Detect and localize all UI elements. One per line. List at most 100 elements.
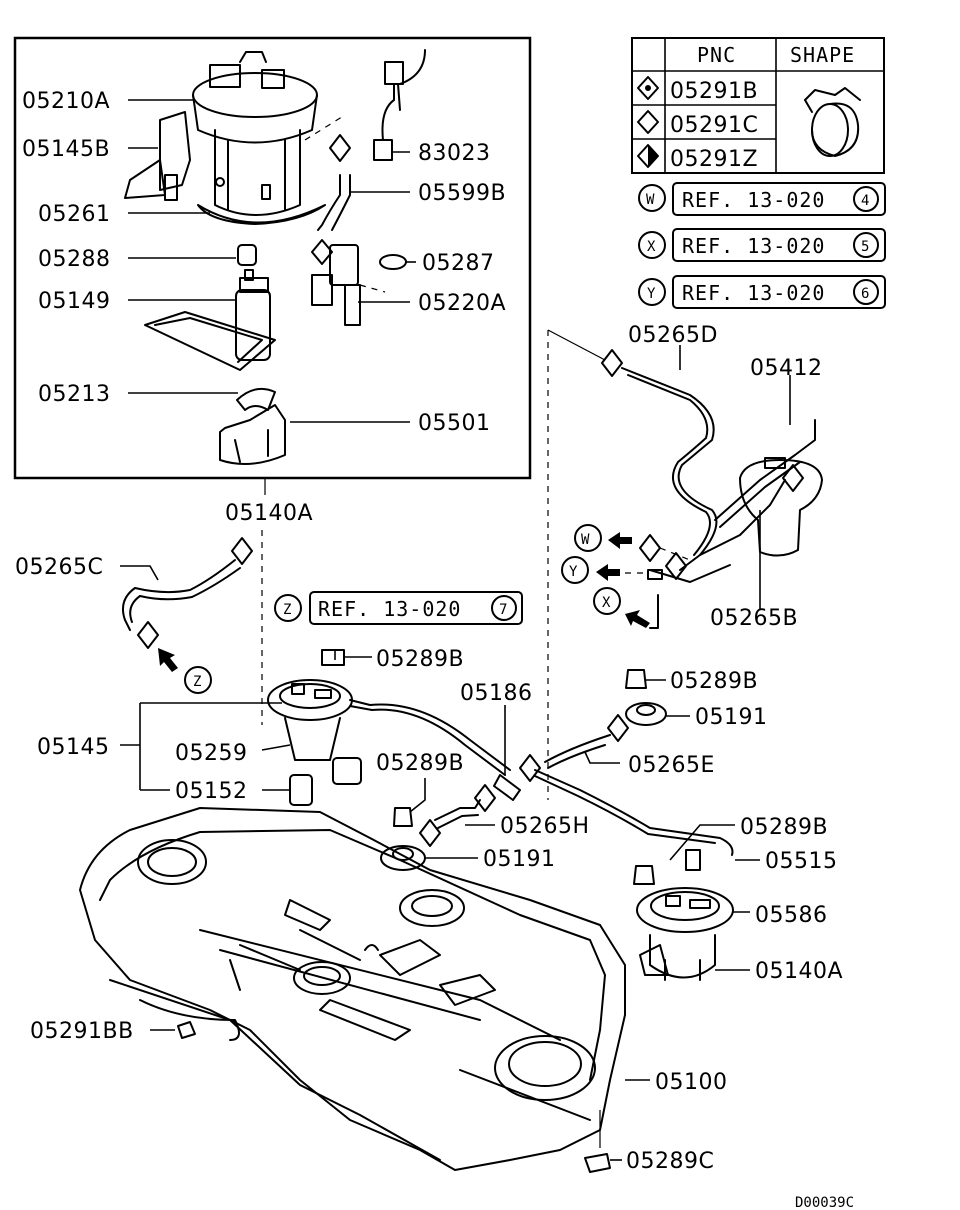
label-05145B: 05145B [22, 137, 110, 162]
table-pnc-05291Z: 05291Z [670, 147, 758, 172]
label-05291BB: 05291BB [30, 1019, 134, 1044]
diamond-mark-y [665, 552, 687, 580]
pump-module-drawing [192, 51, 326, 225]
svg-text:X: X [647, 239, 656, 255]
arrow-y-icon [596, 564, 620, 581]
hose-05265C-drawing [122, 559, 236, 631]
label-05288: 05288 [38, 247, 111, 272]
table-pnc-05291C: 05291C [670, 113, 758, 138]
label-05265C: 05265C [15, 555, 103, 580]
label-05210A: 05210A [22, 89, 110, 114]
label-05289C: 05289C [626, 1149, 714, 1174]
pump-module-05586-drawing [636, 887, 734, 933]
diamond-mark-05412 [782, 464, 804, 492]
svg-text:Z: Z [283, 602, 291, 618]
label-83023: 83023 [418, 141, 491, 166]
svg-text:5: 5 [861, 239, 869, 255]
diamond-dot-icon [637, 76, 659, 100]
svg-text:6: 6 [861, 286, 869, 302]
valve-05220A-drawing [311, 244, 386, 326]
arrow-letter-z: Z [193, 674, 201, 690]
svg-text:REF. 13-020: REF. 13-020 [682, 188, 825, 212]
svg-text:4: 4 [861, 193, 869, 209]
label-05140A-inset: 05140A [225, 501, 313, 526]
bolt-05289B-2-drawing [393, 807, 413, 827]
label-05261: 05261 [38, 202, 111, 227]
label-05265H: 05265H [500, 814, 590, 839]
label-05289B-1: 05289B [376, 647, 464, 672]
svg-text:REF. 13-020: REF. 13-020 [318, 597, 461, 621]
diamond-mark-05265H-left [419, 819, 441, 847]
diamond-mark-05265H [474, 784, 496, 812]
svg-text:Y: Y [647, 286, 656, 302]
label-05220A: 05220A [418, 291, 506, 316]
svg-text:7: 7 [499, 602, 507, 618]
label-05586: 05586 [755, 903, 828, 928]
label-05100: 05100 [655, 1070, 728, 1095]
bracket-05145B-drawing [124, 111, 191, 201]
label-05265E: 05265E [628, 753, 715, 778]
arrow-letter-x: X [602, 595, 611, 611]
diamond-mark-05220A [311, 239, 333, 265]
label-05145: 05145 [37, 735, 110, 760]
cap-05191-1-drawing [625, 702, 667, 726]
table-pnc-05291B: 05291B [670, 79, 758, 104]
diamond-mark-05265C-bottom [137, 621, 159, 649]
fuel-tank-05100-drawing [79, 807, 626, 1171]
label-05265D: 05265D [628, 323, 718, 348]
diamond-mark-83023 [329, 134, 351, 162]
hose-05265H-drawing [434, 799, 481, 821]
table-header-pnc: PNC [697, 43, 736, 67]
filter-05288-drawing [237, 244, 257, 266]
ref-box-w: W REF. 13-020 4 [638, 182, 886, 216]
grommet-05287-drawing [379, 254, 407, 270]
clip-05213-drawing [236, 387, 276, 411]
label-05149: 05149 [38, 289, 111, 314]
harness-83023-drawing [373, 49, 426, 161]
diamond-mark-w [639, 534, 661, 562]
diamond-mark-05265E [607, 714, 629, 742]
arrow-letter-y: Y [569, 564, 578, 580]
pump-assembly-inset-box [13, 36, 532, 480]
hose-05515-drawing [685, 849, 701, 871]
holder-05501-drawing [219, 404, 286, 465]
label-05191-2: 05191 [483, 847, 556, 872]
arrow-z-icon [158, 648, 178, 672]
ref-box-x: X REF. 13-020 5 [638, 228, 886, 262]
ref-box-y: Y REF. 13-020 6 [638, 275, 886, 309]
diamond-mark-05265C-top [231, 537, 253, 565]
hose-05265D-drawing [621, 367, 718, 571]
bolt-05289B-3-drawing [625, 669, 647, 689]
label-05265B: 05265B [710, 606, 798, 631]
sending-unit-05145-drawing [267, 649, 511, 806]
plug-05289C-drawing [584, 1153, 611, 1173]
label-05289B-4: 05289B [740, 815, 828, 840]
cap-05191-2-drawing [380, 845, 426, 871]
label-05515: 05515 [765, 849, 838, 874]
clip-05291BB-drawing [177, 1021, 196, 1039]
ref-box-z: Z REF. 13-020 7 [274, 591, 523, 625]
diamond-open-icon [637, 110, 659, 134]
diamond-mark-05186 [519, 754, 541, 782]
arrow-x-icon [625, 610, 650, 628]
connector-05186-drawing [493, 774, 521, 801]
pump-module-05140A-drawing [639, 934, 716, 981]
pnc-shape-table: PNC SHAPE 05291B 05291C 05291Z [631, 37, 885, 174]
table-header-shape: SHAPE [790, 43, 855, 67]
label-05287: 05287 [422, 251, 495, 276]
diamond-mark-05265D [601, 349, 623, 377]
label-05186: 05186 [460, 681, 533, 706]
label-05289B-3: 05289B [670, 669, 758, 694]
svg-text:REF. 13-020: REF. 13-020 [682, 234, 825, 258]
svg-text:W: W [646, 192, 655, 208]
bolt-05289B-4-drawing [633, 865, 655, 885]
clamp-shape-icon [804, 87, 861, 157]
filler-neck-05412-drawing [699, 419, 823, 557]
drawing-code: D00039C [795, 1195, 854, 1210]
fuel-pump-05149-drawing [144, 269, 276, 371]
arrow-letter-w: W [581, 532, 590, 548]
label-05213: 05213 [38, 382, 111, 407]
svg-text:REF. 13-020: REF. 13-020 [682, 281, 825, 305]
label-05140A-lower: 05140A [755, 959, 843, 984]
